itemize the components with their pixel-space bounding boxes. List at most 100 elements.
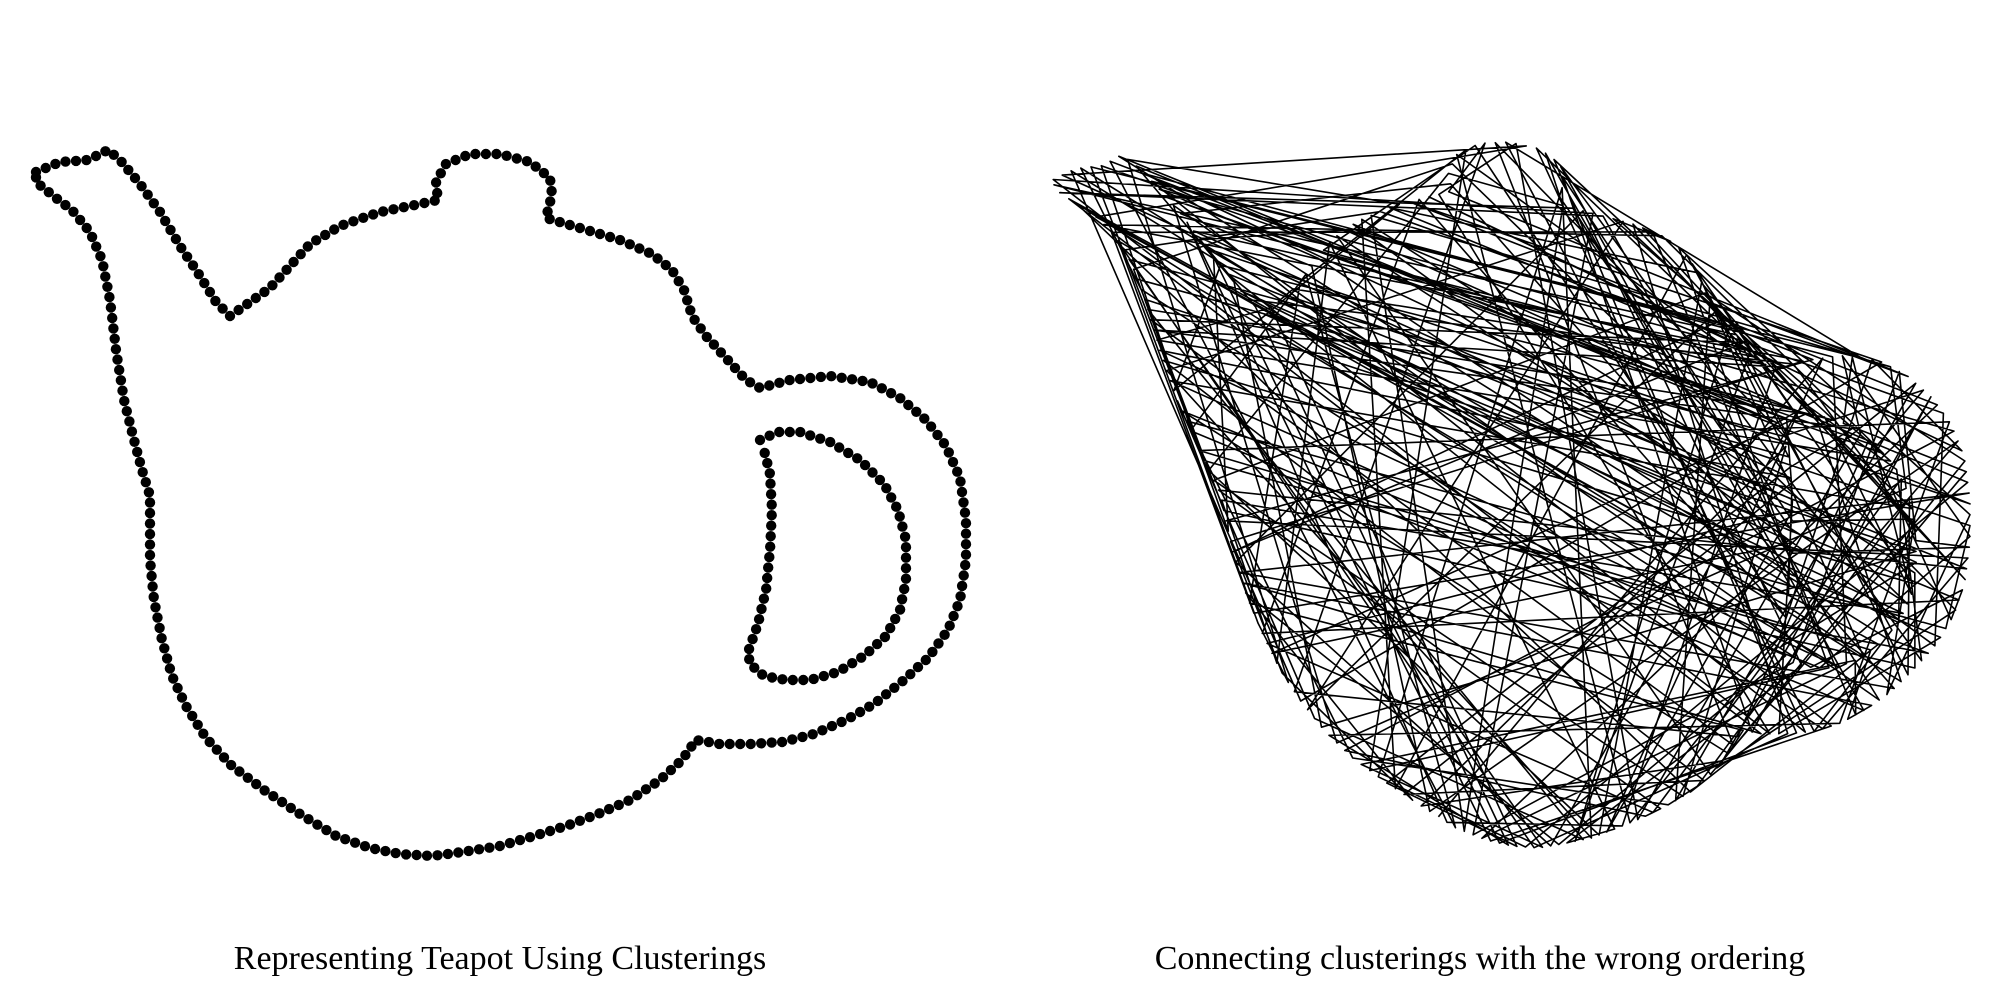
cluster-dot: [701, 331, 712, 343]
cluster-dot: [652, 253, 663, 264]
cluster-dot: [952, 466, 963, 477]
cluster-dot: [534, 828, 546, 840]
cluster-dot: [144, 497, 156, 508]
cluster-dot: [349, 837, 361, 848]
cluster-dot: [867, 378, 878, 389]
cluster-dot: [876, 383, 887, 394]
cluster-dot: [544, 825, 556, 837]
cluster-dot: [121, 406, 132, 417]
cluster-dot: [250, 292, 261, 304]
cluster-dot: [40, 162, 51, 174]
cluster-dot: [682, 295, 693, 306]
cluster-dot: [144, 518, 156, 529]
left-panel-caption: Representing Teapot Using Clusterings: [233, 940, 767, 977]
cluster-dot: [165, 224, 176, 236]
cluster-dot: [98, 261, 109, 272]
cluster-dot: [126, 426, 138, 437]
cluster-dot: [480, 148, 492, 160]
cluster-dot: [217, 303, 228, 314]
cluster-dot: [657, 772, 669, 783]
cluster-dot: [117, 385, 128, 396]
cluster-dot: [927, 646, 938, 658]
cluster-dot: [874, 474, 886, 486]
cluster-dot: [765, 478, 776, 489]
cluster-dot: [129, 172, 141, 184]
cluster-dot: [826, 720, 838, 732]
wrong-order-lines-panel: [1052, 141, 1971, 849]
cluster-dot: [744, 377, 756, 388]
cluster-dot: [140, 477, 151, 488]
cluster-dot: [890, 613, 901, 625]
cluster-dot: [758, 593, 770, 604]
cluster-dot: [136, 181, 147, 192]
cluster-dot: [948, 610, 959, 622]
cluster-dot: [896, 594, 908, 605]
cluster-dot: [348, 216, 359, 227]
cluster-dot: [267, 280, 278, 291]
cluster-dot: [584, 225, 596, 237]
cluster-dot: [172, 682, 183, 694]
cluster-dot: [766, 499, 777, 510]
cluster-dot: [554, 822, 566, 833]
cluster-dot: [749, 662, 760, 673]
cluster-dot: [545, 175, 556, 186]
cluster-dot: [960, 528, 972, 539]
cluster-dot: [956, 580, 968, 592]
cluster-dot: [144, 549, 156, 561]
cluster-dot: [784, 426, 795, 438]
cluster-dot: [795, 426, 806, 438]
cluster-dot: [137, 467, 148, 478]
cluster-dot: [807, 729, 818, 740]
cluster-dot: [766, 510, 777, 521]
cluster-dot: [889, 682, 900, 693]
cluster-dot: [538, 167, 550, 179]
cluster-dot: [68, 206, 79, 217]
cluster-dot: [453, 847, 464, 858]
cluster-dot: [729, 362, 741, 374]
cluster-dot: [81, 222, 92, 234]
cluster-dot: [960, 549, 972, 560]
cluster-dot: [51, 193, 63, 204]
cluster-dot: [764, 468, 775, 479]
cluster-dot: [198, 728, 209, 739]
cluster-dot: [903, 399, 914, 411]
cluster-dot: [524, 832, 536, 843]
cluster-dot: [60, 199, 71, 211]
cluster-dot: [109, 333, 120, 344]
cluster-dot: [762, 457, 773, 469]
cluster-dot: [900, 573, 912, 584]
cluster-dot: [744, 654, 755, 665]
cluster-dot: [148, 591, 159, 603]
cluster-dot: [958, 570, 969, 581]
right-panel-caption: Connecting clusterings with the wrong or…: [1154, 940, 1806, 977]
cluster-dot: [123, 164, 134, 176]
cluster-dot: [90, 150, 102, 162]
cluster-dot: [159, 643, 170, 654]
cluster-dot: [142, 189, 153, 200]
cluster-dot: [764, 430, 775, 441]
cluster-dot: [60, 156, 71, 167]
cluster-dot: [50, 158, 61, 170]
cluster-dot: [408, 200, 420, 211]
cluster-dot: [776, 736, 788, 748]
cluster-dot: [115, 375, 127, 386]
cluster-dot: [715, 347, 727, 358]
cluster-dot: [895, 393, 906, 404]
cluster-dot: [856, 652, 867, 663]
cluster-dot: [176, 242, 187, 254]
cluster-dot: [632, 790, 643, 801]
cluster-dot: [872, 695, 884, 707]
cluster-dot: [955, 591, 966, 602]
cluster-dot: [685, 305, 696, 316]
cluster-dot: [722, 355, 734, 366]
cluster-dot: [836, 716, 847, 728]
cluster-dot: [817, 725, 828, 736]
cluster-dot: [843, 447, 854, 459]
cluster-dot: [274, 272, 285, 283]
cluster-dot: [794, 373, 806, 385]
cluster-dot: [668, 267, 679, 278]
cluster-dot: [761, 583, 772, 594]
cluster-dot: [419, 197, 430, 209]
cluster-dot: [70, 155, 82, 167]
